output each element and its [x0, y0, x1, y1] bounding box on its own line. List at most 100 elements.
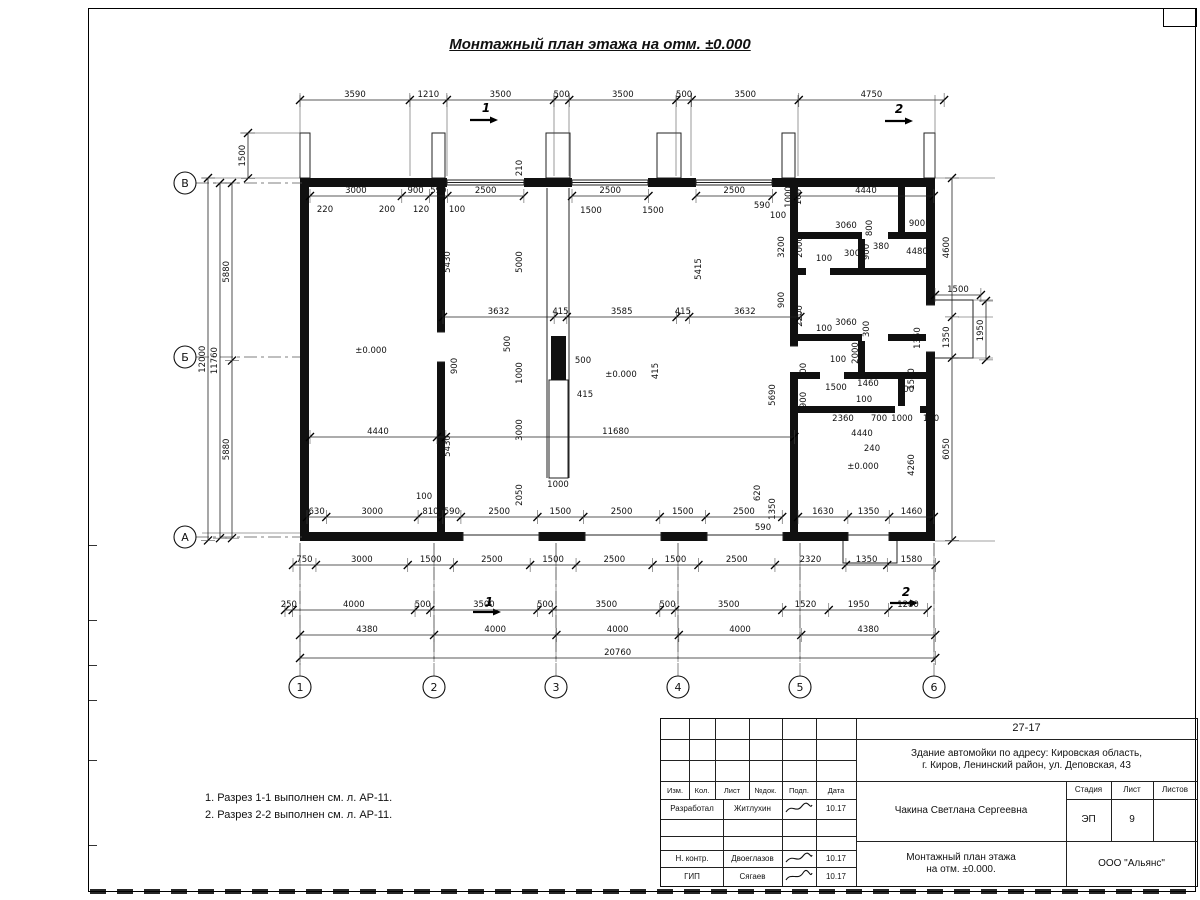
dim-label: 3500 — [595, 600, 617, 610]
dim-label: 3000 — [361, 507, 383, 517]
dim-label: 1520 — [795, 600, 817, 610]
stamp-header-list: Лист — [723, 785, 741, 795]
note-line: 1. Разрез 1-1 выполнен см. л. АР-11. — [205, 792, 393, 804]
margin-divider — [89, 665, 97, 666]
dim-label: ±0.000 — [847, 462, 878, 472]
stage-value: ЭП — [1081, 814, 1096, 825]
sheet-number: 9 — [1129, 814, 1135, 825]
dim-label: 3000 — [351, 555, 373, 565]
dim-label: 1350 — [942, 326, 952, 348]
dim-label: 2000 — [851, 342, 861, 364]
dim-label: 4000 — [484, 625, 506, 635]
role-developer: Разработал — [670, 804, 714, 814]
dim-label: 2500 — [488, 507, 510, 517]
dim-label: 3500 — [734, 90, 756, 100]
dim-label: 5415 — [694, 258, 704, 280]
dim-label: 415 — [651, 363, 661, 379]
dim-label: 5690 — [768, 384, 778, 406]
dim-label: 210 — [515, 160, 525, 176]
axis-label: А — [181, 531, 189, 544]
dim-label: 900 — [799, 392, 809, 408]
dim-label: 100 — [794, 189, 804, 205]
dim-label: 3000 — [345, 186, 367, 196]
dim-label: 4600 — [942, 237, 952, 259]
dim-label: 500 — [659, 600, 675, 610]
dim-label: 200 — [379, 205, 395, 215]
dim-label: 1500 — [550, 507, 572, 517]
axis-label: 4 — [675, 681, 682, 694]
author-name: Чакина Светлана Сергеевна — [894, 805, 1028, 816]
dim-label: 5430 — [443, 435, 453, 457]
axis-bubble — [544, 675, 568, 699]
dim-label: 6050 — [942, 438, 952, 460]
dim-label: 100 — [898, 385, 914, 395]
date-gip: 10.17 — [825, 871, 847, 881]
section-mark-label: 2 — [895, 102, 903, 116]
dim-label: 11760 — [210, 347, 220, 374]
dim-label: 500 — [537, 600, 553, 610]
dim-label: 4000 — [607, 625, 629, 635]
dim-label: 900 — [407, 186, 423, 196]
date-developer: 10.17 — [825, 804, 847, 814]
name-developer: Житлухин — [734, 804, 771, 814]
project-name: Здание автомойки по адресу: Кировская об… — [910, 748, 1143, 771]
dim-label: 2050 — [515, 484, 525, 506]
dim-label: 810 — [422, 507, 438, 517]
dim-label: 5000 — [515, 251, 525, 273]
dim-label: 1950 — [848, 600, 870, 610]
margin-divider — [89, 620, 97, 621]
dim-label: 4440 — [367, 427, 389, 437]
drawing-subtitle: Монтажный план этажа на отм. ±0.000. — [906, 851, 1016, 875]
section-mark-label: 2 — [902, 585, 910, 599]
dim-label: 100 — [816, 254, 832, 264]
title-block: 27-17 Здание автомойки по адресу: Кировс… — [660, 718, 1198, 887]
dim-label: 900 — [777, 292, 787, 308]
dim-label: 900 — [862, 244, 872, 260]
dim-label: 4380 — [356, 625, 378, 635]
doc-code: 27-17 — [1012, 722, 1041, 735]
axis-bubble — [173, 345, 197, 369]
dim-label: 3500 — [473, 600, 495, 610]
dim-label: 11760 — [302, 343, 312, 370]
dim-label: 11680 — [602, 427, 629, 437]
dim-label: 1500 — [665, 555, 687, 565]
notes-block: 1. Разрез 1-1 выполнен см. л. АР-11. 2. … — [205, 790, 392, 823]
section-mark-label: 1 — [485, 595, 493, 609]
dim-label: 2500 — [733, 507, 755, 517]
dim-label: 3632 — [734, 307, 756, 317]
margin-divider — [89, 760, 97, 761]
sheet-header: Лист — [1123, 785, 1141, 795]
axis-bubble — [922, 675, 946, 699]
axis-label: 1 — [297, 681, 304, 694]
dim-label: 2500 — [603, 555, 625, 565]
dim-label: 1500 — [642, 206, 664, 216]
dim-label: 1210 — [418, 90, 440, 100]
dim-label: 4440 — [855, 186, 877, 196]
name-gip: Сягаев — [739, 871, 766, 881]
dim-label: 2000 — [795, 236, 805, 258]
dim-label: 1500 — [580, 206, 602, 216]
dim-label: 1500 — [238, 145, 248, 167]
dim-label: 2320 — [800, 555, 822, 565]
scan-artifact-strip — [90, 889, 1196, 894]
dim-label: 120 — [413, 205, 429, 215]
walls — [300, 178, 935, 541]
dim-label: 1350 — [768, 498, 778, 520]
dim-label: 1000 — [891, 414, 913, 424]
dim-label: 2500 — [599, 186, 621, 196]
dim-label: 12000 — [198, 346, 208, 373]
dim-label: 590 — [430, 186, 446, 196]
dim-label: 3060 — [835, 318, 857, 328]
dim-label: 100 — [449, 205, 465, 215]
dim-label: 2500 — [726, 555, 748, 565]
axis-bubble — [288, 675, 312, 699]
dim-label: 1500 — [947, 285, 969, 295]
dim-label: 1580 — [901, 555, 923, 565]
dim-label: 100 — [416, 492, 432, 502]
dim-label: 240 — [864, 444, 880, 454]
axis-bubble — [422, 675, 446, 699]
dim-label: 5430 — [443, 251, 453, 273]
dim-label: ±0.000 — [355, 346, 386, 356]
dim-label: 750 — [296, 555, 312, 565]
